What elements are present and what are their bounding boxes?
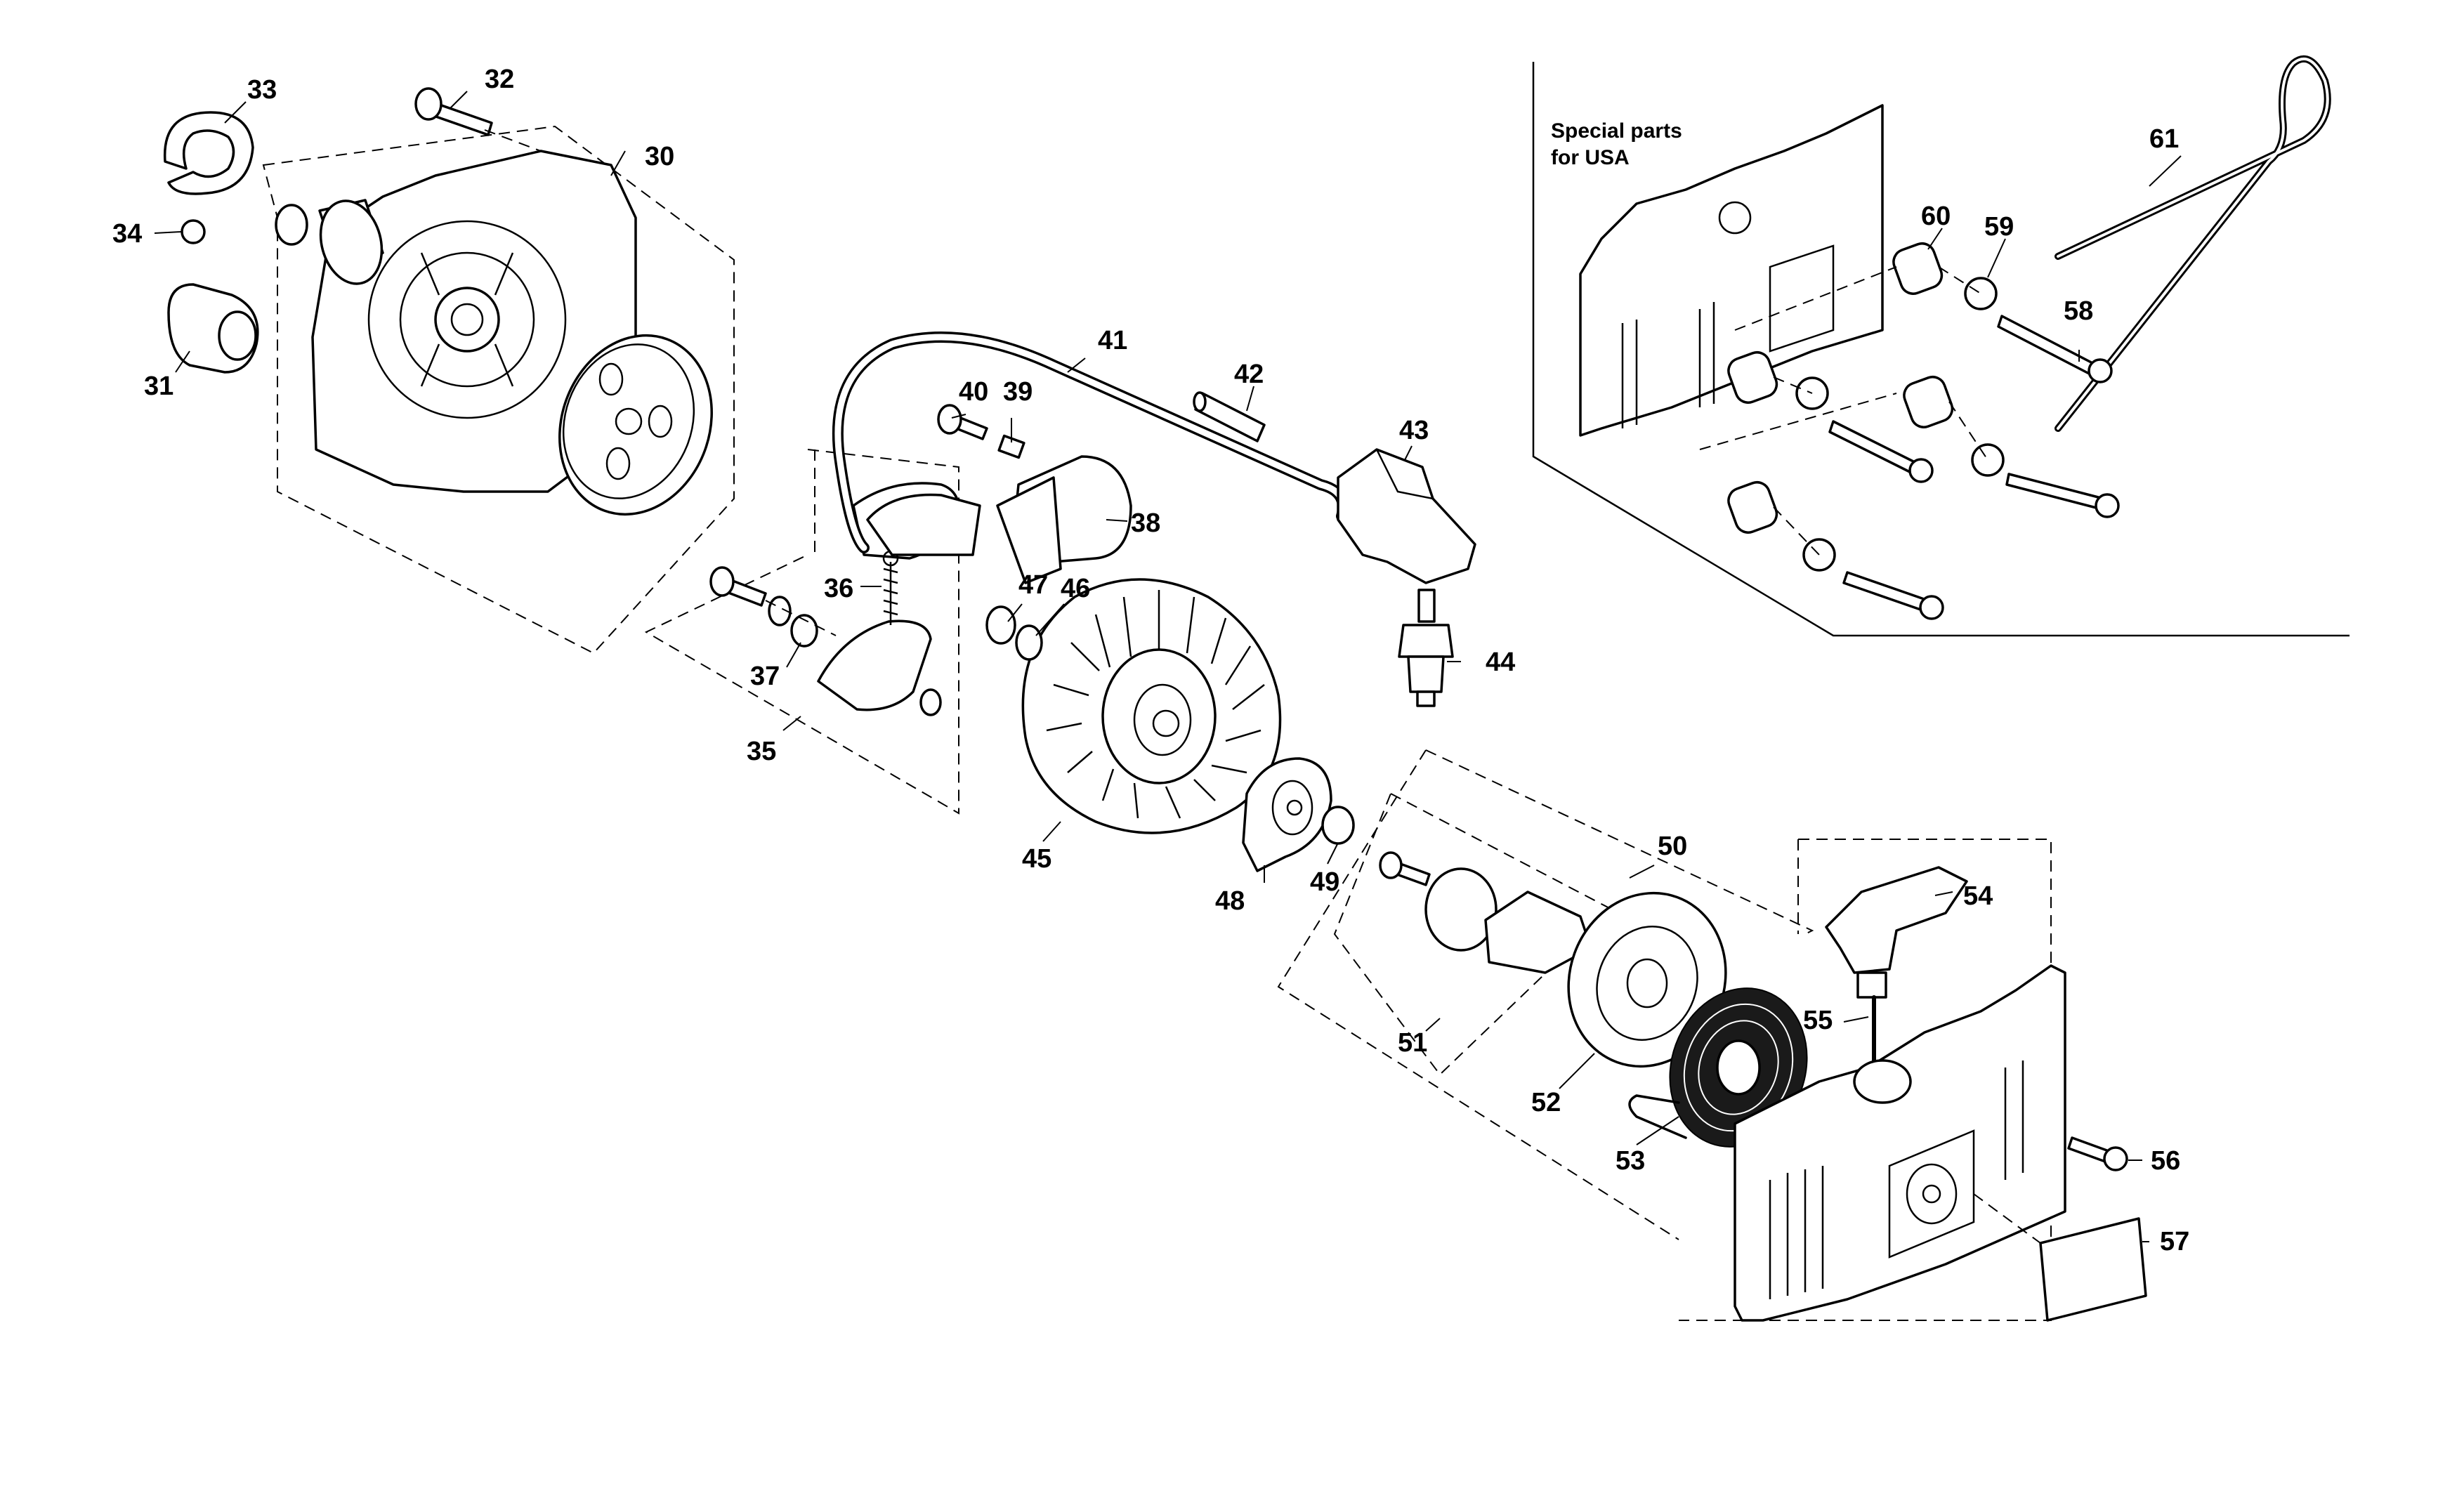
- callout-56: 56: [2151, 1146, 2180, 1176]
- callout-labels: 30 31 32 33 34 35 36 37 38 39 40 41 42 4…: [112, 65, 2189, 1256]
- spark-plug-boot-part: [1337, 448, 1476, 584]
- pawl-carrier-part: [1242, 757, 1332, 872]
- callout-41: 41: [1098, 326, 1127, 355]
- callout-38: 38: [1131, 508, 1160, 538]
- callout-47: 47: [1018, 570, 1048, 600]
- starter-group: START: [1277, 749, 2147, 1322]
- washer-part: [919, 688, 942, 716]
- callout-37: 37: [750, 662, 780, 691]
- spacer-part: [1727, 242, 1954, 534]
- callout-35: 35: [747, 737, 776, 766]
- callout-60: 60: [1921, 202, 1951, 231]
- special-parts-note-line1: Special parts: [1551, 119, 1682, 143]
- snap-ring-part: [275, 204, 308, 246]
- callout-36: 36: [824, 574, 853, 603]
- screw-part: [414, 87, 493, 136]
- callout-40: 40: [959, 377, 988, 407]
- usa-special-parts-inset: Special parts for USA: [1532, 55, 2350, 637]
- screw-part: [937, 404, 988, 440]
- screw-part: [709, 566, 767, 607]
- clutch-drum-part: [558, 334, 713, 516]
- bushing-part: [790, 614, 818, 648]
- tube-part: [1193, 391, 1266, 442]
- label-plate-part: [2039, 1217, 2147, 1322]
- callout-48: 48: [1215, 886, 1245, 916]
- washer-part: [1015, 624, 1043, 661]
- cable-clip-part: [997, 434, 1025, 459]
- callout-58: 58: [2064, 296, 2093, 326]
- callout-49: 49: [1310, 867, 1339, 897]
- callout-31: 31: [144, 372, 173, 401]
- leader-lines: [154, 91, 2182, 1242]
- spring-part: [882, 550, 899, 625]
- bushing-part: [167, 283, 259, 374]
- flywheel-part: [1021, 578, 1282, 834]
- starter-handle-part: START: [1825, 866, 1968, 1073]
- spark-plug-part: [1398, 589, 1454, 707]
- callout-34: 34: [112, 219, 142, 249]
- screw-part: [1379, 851, 1431, 886]
- washer-part: [1424, 867, 1498, 952]
- ignition-group: [832, 331, 1349, 584]
- callout-43: 43: [1399, 416, 1429, 445]
- screw-part: [1828, 315, 2120, 620]
- screw-part: [2067, 1136, 2128, 1171]
- callout-44: 44: [1486, 648, 1515, 677]
- starter-cover-part: [1734, 964, 2066, 1322]
- crankcase-group: [163, 87, 735, 655]
- callout-50: 50: [1658, 832, 1687, 861]
- ignition-coil-part: [866, 455, 1132, 584]
- callout-30: 30: [645, 142, 674, 171]
- callout-54: 54: [1963, 881, 1993, 911]
- callout-42: 42: [1234, 360, 1264, 389]
- hose-clamp-part: [163, 111, 254, 244]
- washer-part: [768, 596, 792, 626]
- callout-45: 45: [1022, 844, 1051, 874]
- nut-part: [985, 605, 1016, 645]
- special-parts-note-line2: for USA: [1551, 146, 1630, 169]
- callout-46: 46: [1061, 574, 1090, 603]
- callout-53: 53: [1616, 1146, 1645, 1176]
- callout-52: 52: [1531, 1088, 1561, 1117]
- callout-32: 32: [485, 65, 514, 94]
- callout-33: 33: [247, 75, 277, 105]
- callout-59: 59: [1984, 212, 2014, 242]
- nut-part: [1321, 806, 1355, 845]
- callout-61: 61: [2149, 124, 2179, 154]
- callout-57: 57: [2160, 1227, 2189, 1256]
- callout-55: 55: [1803, 1006, 1833, 1035]
- callout-39: 39: [1003, 377, 1033, 407]
- callout-51: 51: [1398, 1028, 1427, 1058]
